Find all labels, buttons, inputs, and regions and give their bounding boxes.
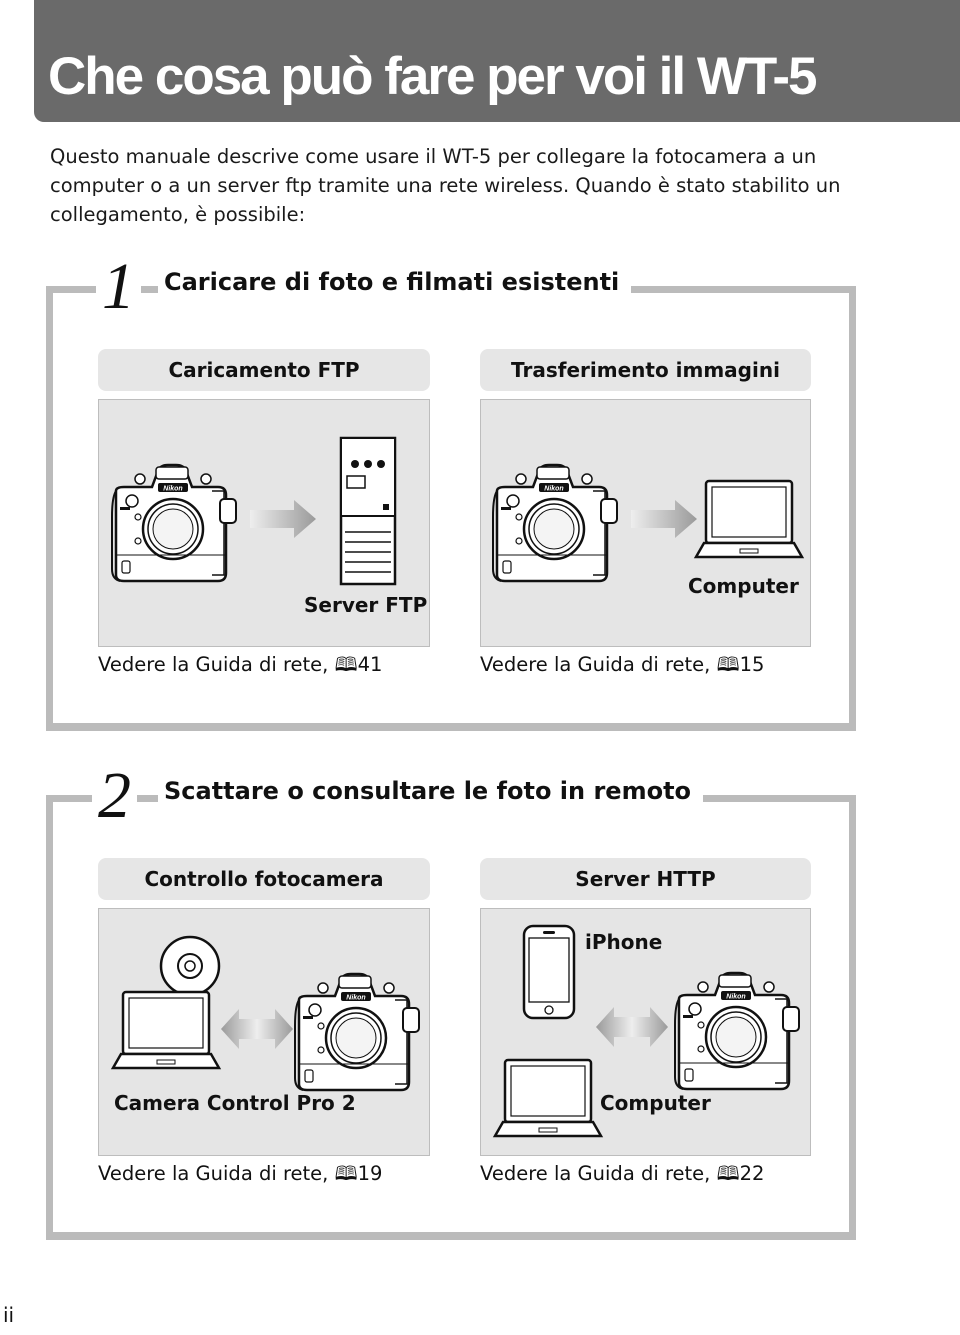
intro-paragraph: Questo manuale descrive come usare il WT… bbox=[50, 145, 841, 226]
page-number: ii bbox=[3, 1303, 15, 1327]
section-2-number: 2 bbox=[92, 763, 137, 829]
camera-icon bbox=[293, 972, 421, 1092]
arrow-double-icon bbox=[221, 1009, 293, 1049]
ref-ftp-text: Vedere la Guida di rete, bbox=[98, 653, 335, 676]
ftp-server-icon bbox=[339, 436, 397, 586]
ref-transfer-page: 15 bbox=[739, 653, 765, 676]
ref-http-page: 22 bbox=[739, 1162, 765, 1185]
ref-camera-control-page: 19 bbox=[357, 1162, 383, 1185]
label-computer-2: Computer bbox=[600, 1091, 711, 1115]
ref-transfer: Vedere la Guida di rete, 🕮15 bbox=[480, 651, 764, 684]
ref-http-text: Vedere la Guida di rete, bbox=[480, 1162, 717, 1185]
book-icon: 🕮 bbox=[334, 1162, 358, 1185]
ref-http: Vedere la Guida di rete, 🕮22 bbox=[480, 1160, 764, 1193]
ref-transfer-text: Vedere la Guida di rete, bbox=[480, 653, 717, 676]
section-1-number: 1 bbox=[96, 254, 141, 320]
label-iphone: iPhone bbox=[585, 930, 663, 954]
cd-icon bbox=[159, 935, 221, 997]
book-icon: 🕮 bbox=[716, 1162, 740, 1185]
pill-caricamento-ftp: Caricamento FTP bbox=[98, 349, 430, 391]
pill-server-http: Server HTTP bbox=[480, 858, 811, 900]
label-server-ftp: Server FTP bbox=[304, 593, 428, 617]
iphone-icon bbox=[522, 924, 576, 1020]
arrow-double-icon bbox=[596, 1007, 668, 1047]
ref-ftp: Vedere la Guida di rete, 🕮41 bbox=[98, 651, 382, 684]
arrow-right-icon bbox=[631, 500, 697, 538]
title-bar bbox=[34, 0, 960, 122]
section-2-heading: Scattare o consultare le foto in remoto bbox=[158, 777, 704, 805]
arrow-right-icon bbox=[250, 500, 316, 538]
ref-ftp-page: 41 bbox=[357, 653, 383, 676]
label-camera-control-pro: Camera Control Pro 2 bbox=[114, 1091, 356, 1115]
page-title: Che cosa può fare per voi il WT-5 bbox=[48, 47, 817, 106]
book-icon: 🕮 bbox=[334, 653, 358, 676]
book-icon: 🕮 bbox=[716, 653, 740, 676]
ref-camera-control-text: Vedere la Guida di rete, bbox=[98, 1162, 335, 1185]
laptop-icon bbox=[111, 990, 221, 1070]
laptop-icon bbox=[694, 479, 804, 559]
pill-trasferimento-immagini: Trasferimento immagini bbox=[480, 349, 811, 391]
label-computer-1: Computer bbox=[688, 574, 799, 598]
ref-camera-control: Vedere la Guida di rete, 🕮19 bbox=[98, 1160, 382, 1193]
camera-icon bbox=[491, 463, 619, 583]
laptop-icon bbox=[493, 1058, 603, 1138]
camera-icon bbox=[110, 463, 238, 583]
pill-controllo-fotocamera: Controllo fotocamera bbox=[98, 858, 430, 900]
camera-icon bbox=[673, 971, 801, 1091]
section-1-heading: Caricare di foto e filmati esistenti bbox=[158, 268, 632, 296]
